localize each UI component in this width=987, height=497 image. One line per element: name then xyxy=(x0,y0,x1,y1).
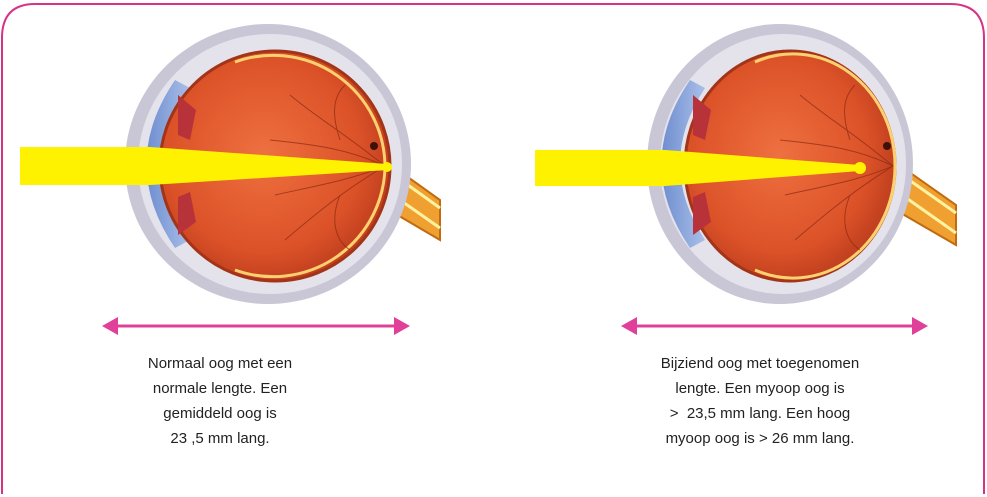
caption-line: > 23,5 mm lang. Een hoog xyxy=(615,401,905,426)
focal-point xyxy=(854,162,866,174)
caption-line: 23 ,5 mm lang. xyxy=(100,426,340,451)
caption-line: myoop oog is > 26 mm lang. xyxy=(615,426,905,451)
myopic-eye-caption: Bijziend oog met toegenomen lengte. Een … xyxy=(615,351,905,451)
normal-eye-length-arrow xyxy=(102,317,410,335)
myopic-eye-length-arrow xyxy=(621,317,928,335)
caption-line: gemiddeld oog is xyxy=(100,401,340,426)
caption-line: lengte. Een myoop oog is xyxy=(615,376,905,401)
focal-point xyxy=(382,162,392,172)
caption-line: normale lengte. Een xyxy=(100,376,340,401)
caption-line: Bijziend oog met toegenomen xyxy=(615,351,905,376)
caption-line: Normaal oog met een xyxy=(100,351,340,376)
normal-eye-illustration xyxy=(20,24,440,304)
myopic-eye-illustration xyxy=(535,24,956,304)
normal-eye-caption: Normaal oog met een normale lengte. Een … xyxy=(100,351,340,451)
